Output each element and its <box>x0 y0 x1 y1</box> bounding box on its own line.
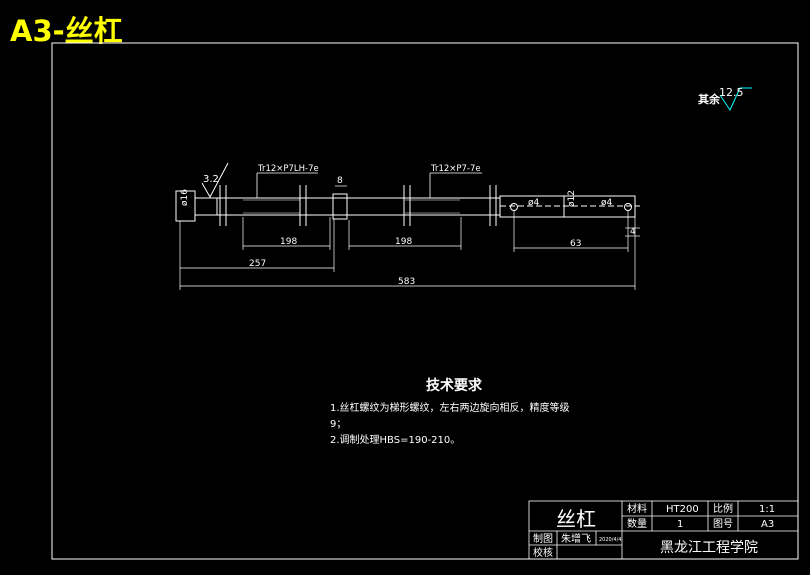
tb-scale-label: 比例 <box>713 502 733 515</box>
roughness-value: 12.5 <box>719 86 744 99</box>
pin-hole-right <box>624 203 632 211</box>
tb-drawing-no-label: 图号 <box>713 518 733 530</box>
tech-line-2: 9； <box>330 419 346 430</box>
shaft-center-collar <box>332 193 348 220</box>
roughness-prefix: 其余 <box>698 92 721 106</box>
thread-label-right: Tr12×P7-7e <box>430 164 481 174</box>
tb-drawing-no: A3 <box>761 519 774 530</box>
dim-thread-len-left: 198 <box>280 237 297 247</box>
tb-scale: 1:1 <box>759 504 775 515</box>
drawing-frame <box>51 42 799 560</box>
tb-material: HT200 <box>666 504 699 515</box>
tb-date: 2020/4/4 <box>599 537 621 543</box>
roughness-symbol: 其余 12.5 <box>698 86 752 112</box>
tb-material-label: 材料 <box>627 502 647 515</box>
tb-drawn-by: 朱增飞 <box>561 532 591 545</box>
tech-line-3: 2.调制处理HBS=190-210。 <box>330 433 460 446</box>
pin-hole-left <box>510 203 518 211</box>
dim-thread-len-right: 198 <box>395 237 412 247</box>
tb-qty-label: 数量 <box>627 517 647 530</box>
tb-qty: 1 <box>677 519 683 530</box>
dim-d16: ø16 <box>180 189 190 206</box>
title-block <box>528 500 799 560</box>
shaft <box>175 185 640 226</box>
tech-heading: 技术要求 <box>426 377 483 394</box>
tb-part-name: 丝杠 <box>556 507 596 531</box>
thread-callouts <box>256 172 482 198</box>
dim-small: 4 <box>630 227 636 237</box>
dim-left-seg: 257 <box>249 259 266 269</box>
dim-overall: 583 <box>398 277 415 287</box>
part-roughness: 3.2 <box>201 162 229 199</box>
dim-hole-right: ø4 <box>601 198 613 208</box>
tb-school: 黑龙江工程学院 <box>660 540 758 556</box>
thread-label-left: Tr12×P7LH-7e <box>257 164 319 174</box>
dim-hole-spacing: 63 <box>570 239 581 249</box>
dim-d12: ø12 <box>567 190 577 207</box>
tb-checked-label: 校核 <box>533 546 553 559</box>
shaft-journal-left <box>194 197 218 216</box>
sheet-title: A3-丝杠 <box>10 14 123 48</box>
dim-gap: 8 <box>337 176 343 186</box>
tech-requirements: 技术要求 1.丝杠螺纹为梯形螺纹，左右两边旋向相反，精度等级 9； 2.调制处理… <box>330 377 570 446</box>
dimension-lines <box>179 185 640 290</box>
tech-line-1: 1.丝杠螺纹为梯形螺纹，左右两边旋向相反，精度等级 <box>330 401 570 414</box>
tb-drawn-label: 制图 <box>533 532 553 545</box>
part-roughness-value: 3.2 <box>203 174 219 185</box>
dim-hole-left: ø4 <box>528 198 540 208</box>
